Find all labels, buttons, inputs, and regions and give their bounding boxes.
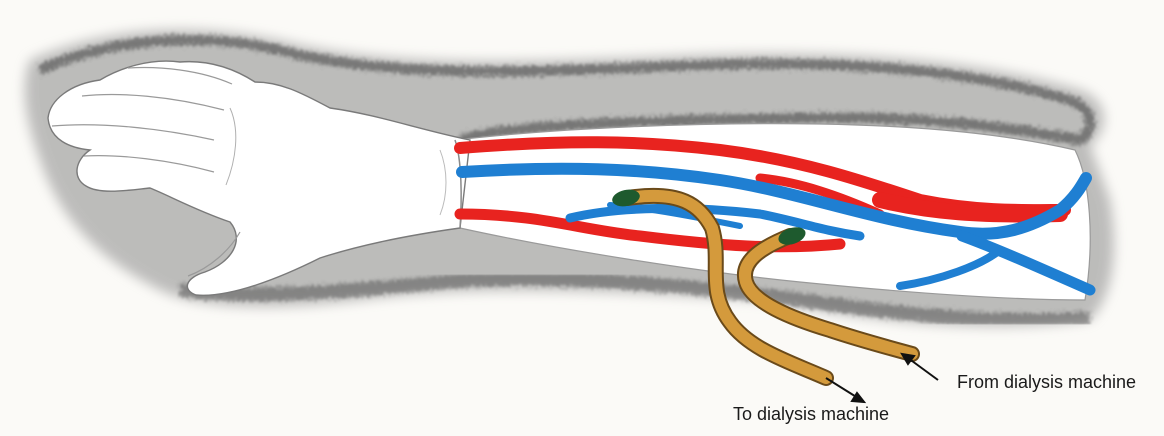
arrow-from-needle bbox=[826, 378, 864, 402]
label-to-dialysis-machine: To dialysis machine bbox=[733, 404, 889, 425]
arrow-to-needle bbox=[902, 354, 938, 380]
arrows bbox=[826, 354, 938, 402]
label-from-dialysis-machine: From dialysis machine bbox=[957, 372, 1136, 393]
